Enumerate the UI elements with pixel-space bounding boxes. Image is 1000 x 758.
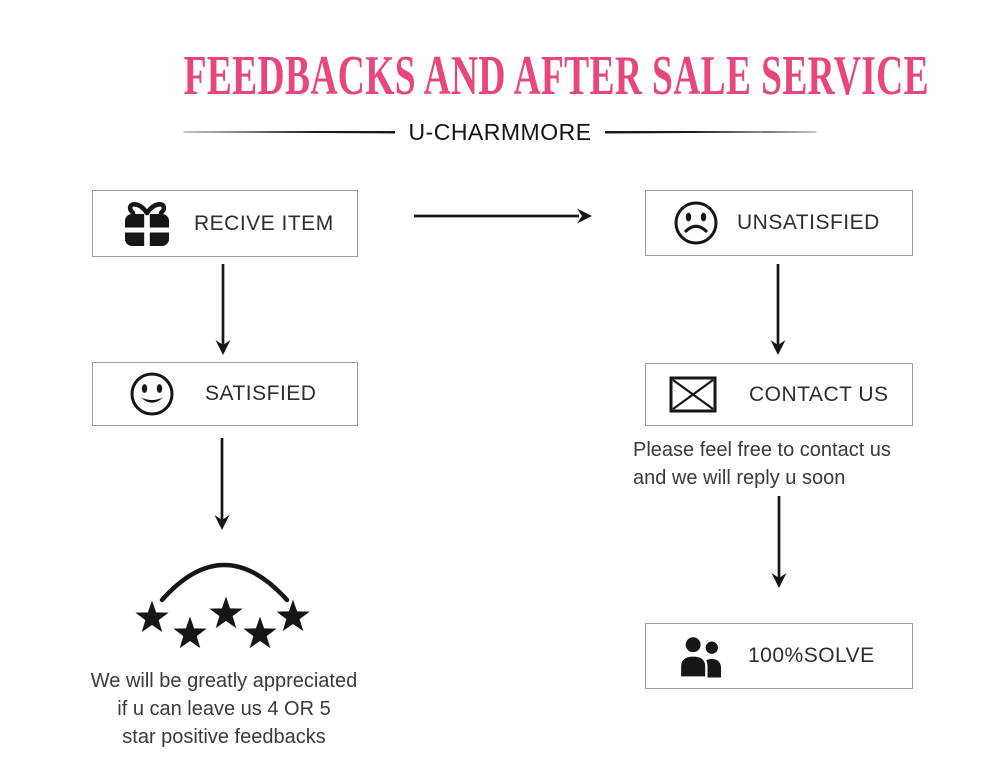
page-title: FEEDBACKS AND AFTER SALE SERVICE: [0, 48, 1000, 104]
brand-name: U-CHARMMORE: [408, 118, 592, 145]
contact-note-line: and we will reply u soon: [633, 466, 846, 489]
arrow-unsatisfied-to-contact: [770, 264, 786, 355]
arc-line: [159, 562, 290, 603]
brand-divider: U-CHARMMORE: [0, 118, 1000, 146]
star-icon: [243, 616, 277, 649]
flow-box-contact-us: CONTACT US: [645, 363, 913, 426]
flow-box-label: RECIVE ITEM: [194, 211, 334, 235]
star-icon: [135, 600, 169, 633]
star-icon: [276, 599, 310, 632]
smiley-face-icon: [129, 371, 175, 417]
arrow-satisfied-to-stars: [214, 438, 230, 530]
arrow-receive-to-unsatisfied: [414, 208, 592, 224]
feedback-note-line: star positive feedbacks: [122, 726, 326, 748]
five-star-figure: [135, 562, 310, 649]
divider-line-left: [183, 130, 396, 134]
gift-icon: [121, 200, 173, 248]
flow-box-label: SATISFIED: [205, 382, 317, 405]
arrow-contact-to-solve: [771, 496, 787, 588]
page-title-text: FEEDBACKS AND AFTER SALE SERVICE: [183, 45, 929, 107]
flow-box-label: 100%SOLVE: [748, 644, 875, 667]
star-icon: [173, 616, 207, 649]
contact-note-line: Please feel free to contact us: [633, 439, 891, 461]
people-icon: [677, 634, 724, 678]
divider-line-right: [604, 130, 817, 134]
envelope-icon: [669, 376, 717, 413]
feedback-note-line: if u can leave us 4 OR 5: [117, 698, 331, 720]
star-icon: [209, 596, 243, 629]
star-row: [135, 596, 310, 649]
flow-box-unsatisfied: UNSATISFIED: [645, 190, 913, 256]
sad-face-icon: [673, 200, 719, 246]
flow-box-solve: 100%SOLVE: [645, 623, 913, 689]
flow-box-label: UNSATISFIED: [737, 211, 880, 234]
flow-box-receive-item: RECIVE ITEM: [92, 190, 358, 257]
flow-box-label: CONTACT US: [749, 382, 889, 406]
contact-note: Please feel free to contact us and we wi…: [633, 437, 891, 492]
flow-box-satisfied: SATISFIED: [92, 362, 358, 426]
arrow-receive-to-satisfied: [215, 264, 231, 355]
feedback-note-line: We will be greatly appreciated: [90, 670, 358, 692]
feedback-note: We will be greatly appreciated if u can …: [58, 667, 390, 751]
